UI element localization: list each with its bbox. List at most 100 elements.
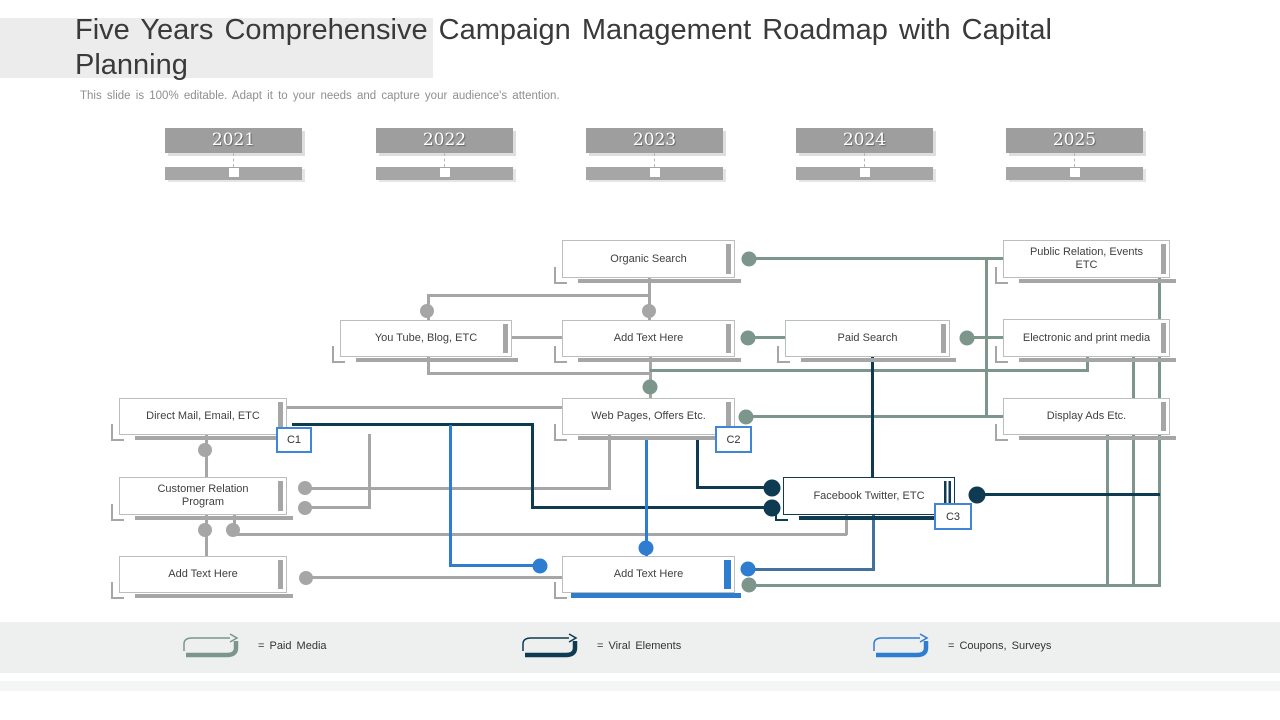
node-add-text-bottom-left: Add Text Here <box>111 556 293 599</box>
node-bracket <box>777 346 790 363</box>
connector-line-coupons <box>645 437 648 556</box>
year-marker-2023: 2023 <box>586 128 723 180</box>
connector-dot-coupons <box>740 561 756 577</box>
connector-dot-paid-media <box>959 330 975 346</box>
year-bar <box>586 167 723 180</box>
connector-line-viral <box>871 357 874 477</box>
node-label: You Tube, Blog, ETC <box>374 332 478 344</box>
node-add-text-bottom-mid: Add Text Here <box>554 556 741 599</box>
connector-dot-viral <box>968 486 986 504</box>
year-label: 2021 <box>165 128 302 153</box>
node-bracket <box>554 582 567 599</box>
connector-line-paid-media <box>748 336 788 339</box>
connector-dot-paid-media <box>642 379 658 395</box>
page-title: Five Years Comprehensive Campaign Manage… <box>75 14 1052 81</box>
year-dash <box>444 153 445 167</box>
connector-line-paid-media <box>650 369 1088 372</box>
node-bracket <box>995 346 1008 363</box>
node-bracket <box>554 267 567 284</box>
legend-item-viral-elements: = Viral Elements <box>515 632 681 660</box>
year-bar <box>376 167 513 180</box>
title-background <box>0 18 433 78</box>
connector-line-paid-media <box>1086 357 1089 372</box>
connector-dot <box>642 304 656 318</box>
connector-dot <box>298 501 312 515</box>
node-display-ads: Display Ads Etc. <box>995 398 1176 441</box>
node-organic-search: Organic Search <box>554 240 741 284</box>
year-marker-2021: 2021 <box>165 128 302 180</box>
connector-line-coupons <box>753 568 875 571</box>
connector-line <box>305 487 610 490</box>
connector-dot-viral <box>763 479 781 497</box>
connector-line <box>368 434 371 509</box>
year-square <box>1069 168 1080 177</box>
year-dash <box>233 153 234 167</box>
connector-dot <box>420 304 434 318</box>
connector-dot <box>226 523 240 537</box>
c1-label: C1 <box>276 427 312 453</box>
c3-label: C3 <box>934 503 972 530</box>
legend-item-paid-media: = Paid Media <box>176 632 327 660</box>
node-electronic-print-media: Electronic and print media <box>995 319 1176 363</box>
node-web-pages: Web Pages, Offers Etc. <box>554 398 741 441</box>
node-label: Web Pages, Offers Etc. <box>591 410 706 422</box>
connector-dot <box>299 571 313 585</box>
subtitle: This slide is 100% editable. Adapt it to… <box>80 90 560 102</box>
legend-band <box>0 622 1280 673</box>
connector-line-paid-media <box>746 415 1003 418</box>
connector-line-viral <box>292 423 534 426</box>
node-facebook-twitter: Facebook Twitter, ETC <box>775 477 961 521</box>
connector-line <box>427 357 430 375</box>
connector-line-viral <box>696 437 699 489</box>
year-label: 2024 <box>796 128 933 153</box>
connector-dot <box>298 481 312 495</box>
year-bar <box>796 167 933 180</box>
node-label: Facebook Twitter, ETC <box>813 489 925 502</box>
node-bracket <box>995 267 1008 284</box>
loop-arrow-icon <box>873 633 929 658</box>
connector-line <box>287 406 562 409</box>
connector-line-paid-media <box>966 336 1006 339</box>
connector-line <box>427 294 650 297</box>
connector-dot-viral <box>763 499 781 517</box>
connector-dot-paid-media <box>741 251 757 267</box>
node-bracket <box>554 424 567 441</box>
connector-line-paid-media <box>749 584 1161 587</box>
loop-arrow-icon <box>522 633 578 658</box>
node-label: Electronic and print media <box>1022 331 1151 344</box>
connector-line-viral <box>531 506 771 509</box>
connector-dot <box>198 523 212 537</box>
connector-line <box>649 357 652 398</box>
node-paid-search: Paid Search <box>777 320 956 363</box>
node-customer-relation: Customer Relation Program <box>111 477 293 521</box>
connector-line <box>845 515 848 535</box>
connector-line-paid-media <box>1132 357 1135 587</box>
node-label: Direct Mail, Email, ETC <box>146 410 260 422</box>
connector-line-coupons <box>449 564 537 567</box>
node-label: Add Text Here <box>613 568 684 580</box>
node-label: Display Ads Etc. <box>1046 410 1127 422</box>
node-bracket <box>111 504 124 521</box>
connector-line <box>512 336 562 339</box>
node-label: Add Text Here <box>168 568 238 580</box>
node-direct-mail: Direct Mail, Email, ETC <box>111 398 293 441</box>
year-square <box>859 168 870 177</box>
connector-line <box>233 533 847 536</box>
connector-line-paid-media <box>749 257 1003 260</box>
node-label: Organic Search <box>610 252 687 265</box>
year-square <box>228 168 239 177</box>
node-label: Paid Search <box>837 332 898 344</box>
legend-label: = Coupons, Surveys <box>948 640 1052 652</box>
year-marker-2024: 2024 <box>796 128 933 180</box>
node-label: Public Relation, Events ETC <box>1029 246 1144 271</box>
legend-label: = Viral Elements <box>597 640 682 652</box>
year-dash <box>864 153 865 167</box>
node-bracket <box>995 424 1008 441</box>
connector-dot <box>198 443 212 457</box>
connector-line-coupons <box>449 425 452 566</box>
year-label: 2023 <box>586 128 723 153</box>
connector-line <box>608 434 611 490</box>
connector-dot-paid-media <box>741 577 757 593</box>
node-label: Customer Relation Program <box>157 483 249 508</box>
